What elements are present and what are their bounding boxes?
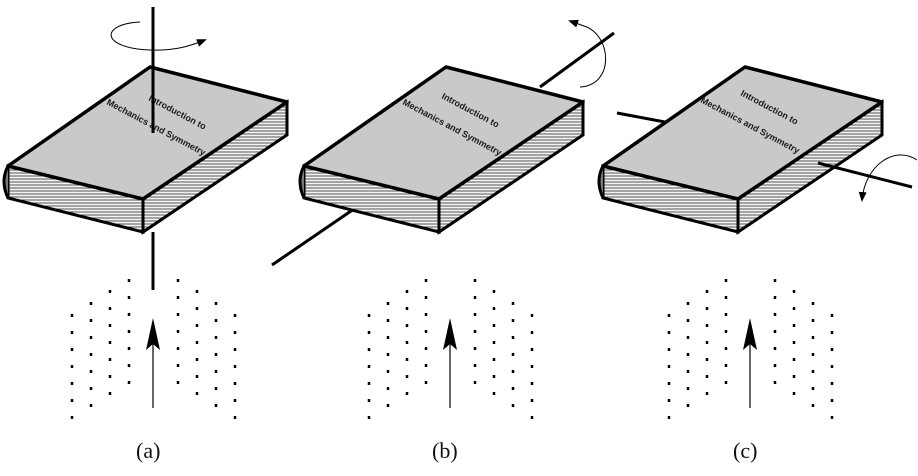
book: [2, 65, 289, 234]
book: [597, 65, 884, 234]
rotation-axis-left: [616, 111, 666, 124]
panel-a: Introduction to Mechanics and Symmetry: [2, 7, 289, 290]
rotation-axis-right: [817, 161, 913, 189]
panel-label-b: (b): [432, 438, 458, 463]
rotation-axis-upper: [539, 31, 615, 89]
panel-label-c: (c): [733, 438, 758, 463]
incident-waves: [70, 279, 834, 432]
panel-c: Introduction to Mechanics and Symmetry: [597, 65, 918, 234]
rotation-arrow-icon: [568, 19, 606, 88]
book: [298, 65, 585, 234]
up-arrow-icon: [146, 318, 160, 350]
rotation-arrow-icon: [858, 154, 918, 202]
panel-b: Introduction to Mechanics and Symmetry: [271, 19, 615, 267]
up-arrow-icon: [443, 318, 457, 350]
panel-label-a: (a): [136, 438, 161, 463]
rotation-arrow-icon: [110, 21, 207, 51]
up-arrow-icon: [743, 318, 757, 350]
